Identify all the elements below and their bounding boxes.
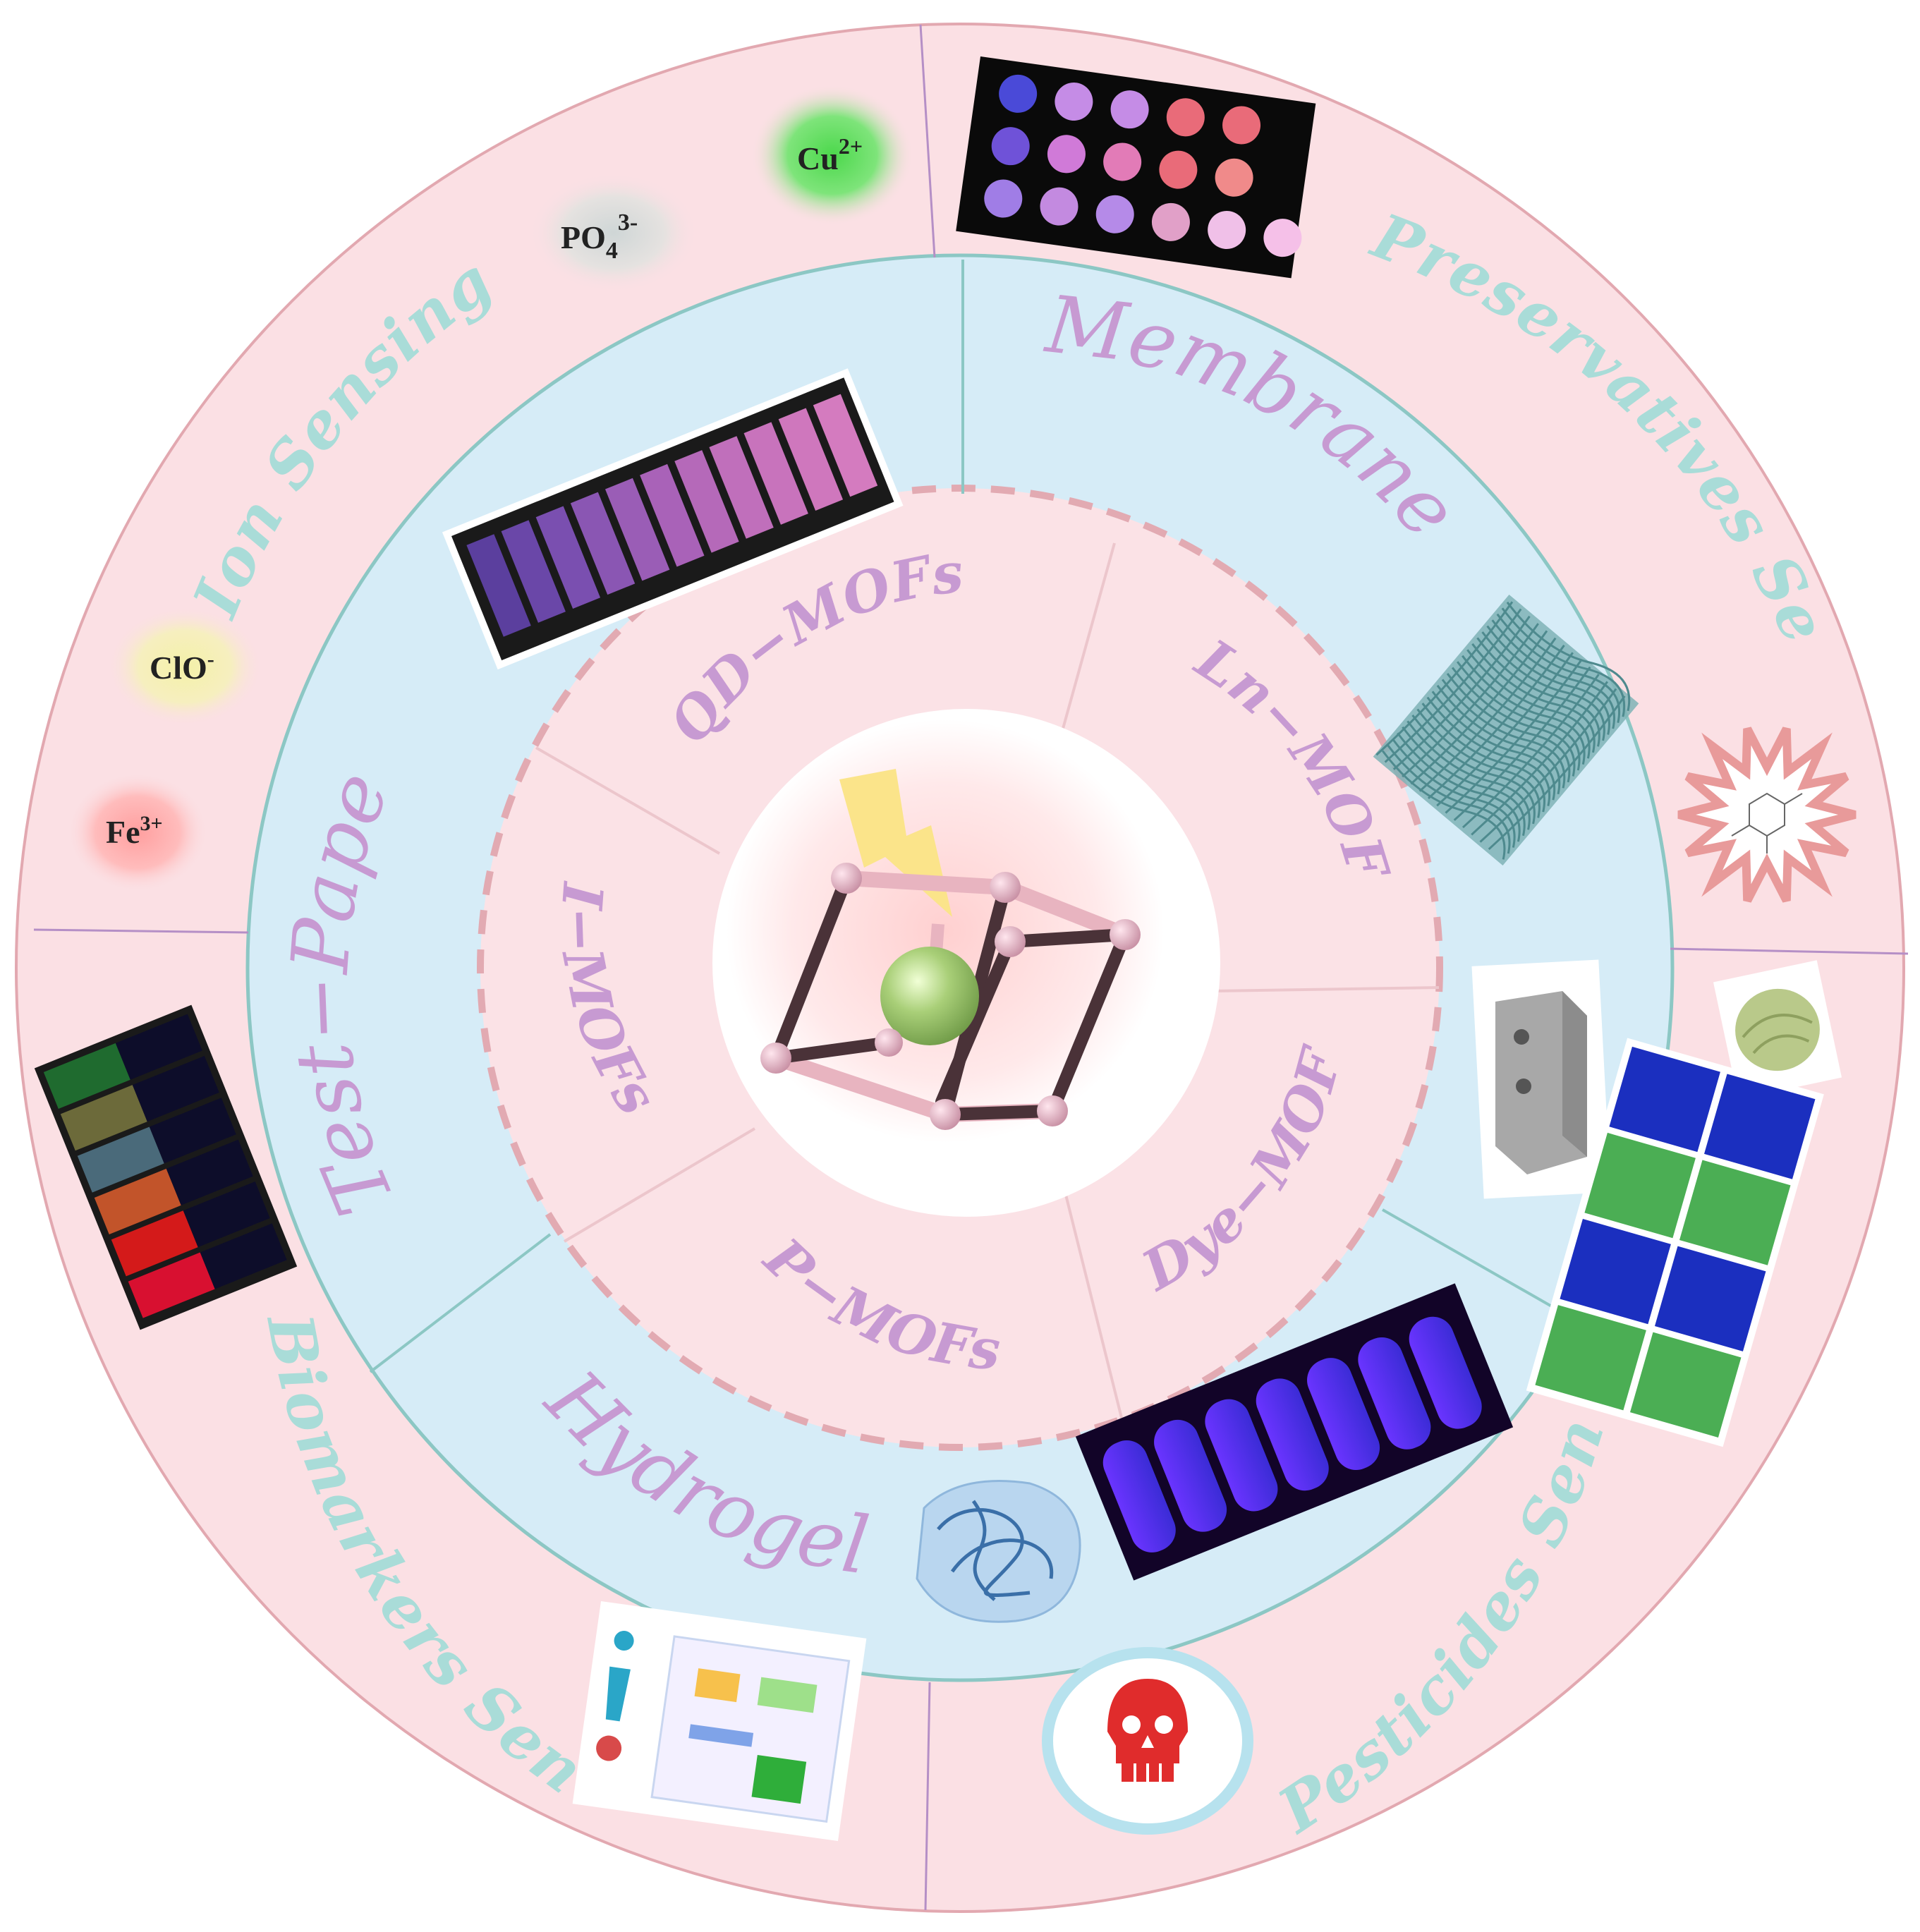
sensing-dot — [999, 74, 1038, 113]
membrane-fiber-image — [1373, 594, 1639, 866]
hydrogel-network-icon — [916, 1480, 1081, 1623]
pesticide-leaf-grid-photo — [1526, 1038, 1824, 1447]
vial-dark — [132, 1055, 219, 1122]
test-strip — [604, 478, 670, 581]
sensing-dot — [1263, 219, 1302, 257]
ion-po4: PO43- — [529, 173, 698, 293]
test-strip — [466, 534, 531, 637]
gel-vial — [1307, 1358, 1380, 1471]
sensing-dot — [1208, 210, 1246, 249]
outer-divider — [924, 1682, 931, 1911]
leaf-cell — [1560, 1219, 1671, 1325]
inner-divider — [1064, 1191, 1123, 1418]
vial-lit — [60, 1085, 147, 1151]
inner-divider — [563, 1127, 756, 1243]
test-strip — [640, 463, 705, 567]
sensing-dot — [1151, 202, 1190, 241]
vial-dark — [115, 1014, 202, 1080]
sensing-dot — [1159, 150, 1198, 189]
outer-divider — [919, 24, 936, 258]
gel-vial — [1205, 1399, 1278, 1512]
test-strip — [743, 422, 808, 525]
sensing-dot — [1055, 83, 1093, 121]
middle-divider — [369, 1233, 552, 1373]
vial-lit — [111, 1210, 198, 1277]
vial-dark — [149, 1098, 236, 1164]
test-strip — [501, 520, 566, 623]
sensing-dot — [1110, 90, 1149, 129]
vial-lit — [128, 1252, 215, 1318]
outer-divider — [33, 928, 249, 934]
ion-clo: ClO- — [107, 607, 262, 727]
vial-lit — [77, 1126, 164, 1193]
gel-vial — [1358, 1337, 1431, 1450]
cabbage-photo — [1713, 960, 1842, 1100]
leaf-cell — [1654, 1246, 1766, 1351]
mof-crystal-cell-icon — [760, 769, 1141, 1130]
inner-divider — [1213, 986, 1440, 992]
gel-vial — [1102, 1440, 1176, 1553]
biomarkers-detection-scheme — [572, 1600, 867, 1842]
sensing-dot — [991, 127, 1030, 166]
gel-vial — [1256, 1378, 1329, 1491]
svg-text:ClO-: ClO- — [150, 648, 214, 686]
biomarker-vials-photo — [34, 1004, 298, 1330]
middle-divider — [1382, 1208, 1581, 1324]
svg-text:PO43-: PO43- — [561, 209, 638, 264]
test-paper-strip-photo — [442, 368, 904, 670]
test-strip — [674, 450, 739, 553]
skull-icon — [1042, 1647, 1253, 1835]
ion-cu: Cu2+ — [751, 85, 913, 226]
sensing-dot — [1040, 187, 1079, 226]
hydrogel-fluorescence-photo — [1075, 1283, 1514, 1581]
membrane-device-photo — [1471, 959, 1611, 1199]
gel-vial — [1409, 1316, 1482, 1429]
sensing-dot — [984, 179, 1023, 218]
sensing-dot — [1215, 158, 1253, 197]
test-strip — [535, 506, 601, 609]
dashed-boundary — [477, 485, 1443, 1451]
inner-divider — [535, 746, 720, 855]
leaf-cell — [1679, 1160, 1791, 1265]
vial-dark — [183, 1181, 270, 1248]
svg-text:Cu2+: Cu2+ — [797, 133, 863, 176]
leaf-cell — [1535, 1305, 1646, 1411]
outer-divider — [1670, 947, 1909, 955]
svg-text:Fe3+: Fe3+ — [106, 812, 163, 850]
sensing-dot — [1047, 135, 1086, 174]
vial-dark — [166, 1139, 253, 1205]
preservatives-dots-photo — [956, 56, 1316, 279]
inner-divider — [1060, 542, 1116, 734]
vial-lit — [43, 1043, 130, 1109]
sensing-dot — [1222, 106, 1261, 145]
center-glow — [727, 719, 1164, 1143]
test-strip — [709, 436, 774, 539]
leaf-cell — [1629, 1332, 1742, 1438]
vial-lit — [94, 1168, 181, 1234]
test-strip — [813, 394, 878, 497]
vial-dark — [200, 1223, 287, 1289]
leaf-cell — [1609, 1046, 1720, 1153]
sensing-dot — [1095, 195, 1134, 233]
gel-vial — [1154, 1419, 1227, 1532]
ion-fe: Fe3+ — [67, 772, 208, 892]
leaf-cell — [1703, 1074, 1816, 1179]
leaf-cell — [1584, 1132, 1696, 1239]
test-strip — [570, 492, 636, 595]
sensing-dot — [1166, 98, 1205, 137]
explosion-burst-icon — [1677, 727, 1857, 903]
sensing-dot — [1103, 142, 1142, 181]
test-strip — [778, 408, 844, 511]
